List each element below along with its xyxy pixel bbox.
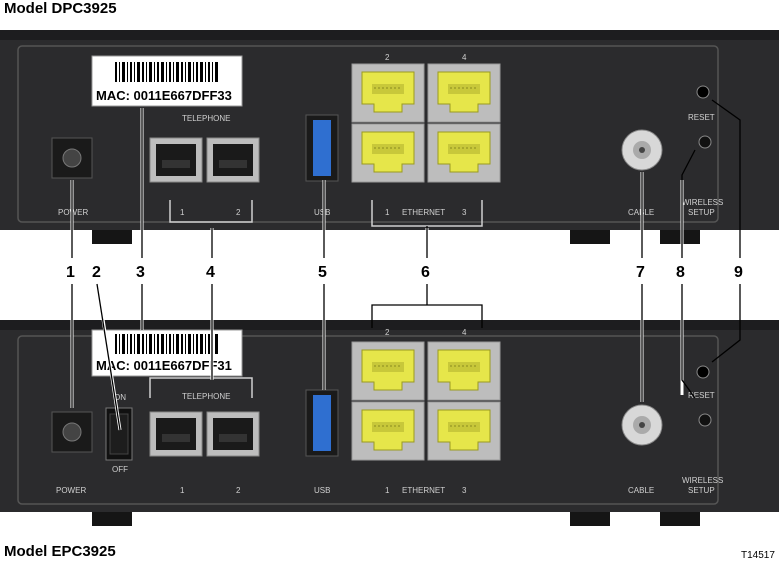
top-ethernet-port-3	[427, 123, 501, 183]
callout-numbers: 1 2 3 4 5 6 7 8 9	[66, 264, 743, 281]
top-tel-1-label: 1	[180, 208, 185, 217]
top-mac-text: MAC: 0011E667DFF33	[96, 88, 232, 103]
bottom-telephone-port-2	[206, 411, 260, 457]
top-ethernet-port-1	[351, 123, 425, 183]
bottom-wireless-setup-button	[698, 413, 712, 427]
bottom-reset-label: RESET	[688, 391, 715, 400]
top-tel-2-label: 2	[236, 208, 241, 217]
top-ethernet-port-4	[427, 63, 501, 123]
bottom-mac-label: MAC: 0011E667DFF31	[91, 329, 243, 377]
top-ethernet-port-2	[351, 63, 425, 123]
top-wireless-label: WIRELESS	[682, 198, 723, 207]
callout-5: 5	[318, 264, 327, 281]
bottom-wireless-label: WIRELESS	[682, 476, 723, 485]
callout-1: 1	[66, 264, 75, 281]
bottom-on-label: ON	[114, 393, 126, 402]
top-model-title: Model DPC3925	[4, 0, 117, 17]
top-telephone-label: TELEPHONE	[182, 114, 230, 123]
top-telephone-port-2	[206, 137, 260, 183]
bottom-tel-1-label: 1	[180, 486, 185, 495]
bottom-eth-3-label: 3	[462, 486, 467, 495]
bottom-cable-label: CABLE	[628, 486, 654, 495]
top-setup-label: SETUP	[688, 208, 715, 217]
bottom-modem: MAC: 0011E667DFF31 POWER ON OFF TELEPHON…	[0, 320, 779, 526]
top-reset-button	[696, 85, 710, 99]
bottom-ethernet-port-3	[427, 401, 501, 461]
callout-3: 3	[136, 264, 145, 281]
top-telephone-port-1	[149, 137, 203, 183]
top-eth-4-label: 4	[462, 53, 467, 62]
bottom-ethernet-port-1	[351, 401, 425, 461]
bottom-eth-2-label: 2	[385, 328, 390, 337]
bottom-model-title: Model EPC3925	[4, 543, 116, 560]
top-wireless-setup-button	[698, 135, 712, 149]
top-mac-label: MAC: 0011E667DFF33	[91, 55, 243, 107]
callout-lines	[71, 99, 741, 431]
top-ethernet-label: ETHERNET	[402, 208, 445, 217]
bottom-setup-label: SETUP	[688, 486, 715, 495]
top-modem: MAC: 0011E667DFF33 POWER TELEPHONE 1 2 U…	[0, 30, 779, 244]
bottom-telephone-label: TELEPHONE	[182, 392, 230, 401]
bottom-power-label: POWER	[56, 486, 86, 495]
callout-6: 6	[421, 264, 430, 281]
callout-8: 8	[676, 264, 685, 281]
bottom-ethernet-port-4	[427, 341, 501, 401]
bottom-off-label: OFF	[112, 465, 128, 474]
callout-4: 4	[206, 264, 215, 281]
bottom-reset-button	[696, 365, 710, 379]
top-eth-2-label: 2	[385, 53, 390, 62]
top-eth-1-label: 1	[385, 208, 390, 217]
bottom-usb-label: USB	[314, 486, 330, 495]
bottom-eth-1-label: 1	[385, 486, 390, 495]
bottom-ethernet-label: ETHERNET	[402, 486, 445, 495]
bottom-ethernet-port-2	[351, 341, 425, 401]
bottom-tel-2-label: 2	[236, 486, 241, 495]
top-reset-label: RESET	[688, 113, 715, 122]
bottom-telephone-port-1	[149, 411, 203, 457]
callout-7: 7	[636, 264, 645, 281]
callout-9: 9	[734, 264, 743, 281]
bottom-mac-text: MAC: 0011E667DFF31	[96, 358, 232, 373]
bottom-eth-4-label: 4	[462, 328, 467, 337]
callout-2: 2	[92, 264, 101, 281]
reference-code: T14517	[741, 550, 775, 561]
top-usb-label: USB	[314, 208, 330, 217]
top-eth-3-label: 3	[462, 208, 467, 217]
